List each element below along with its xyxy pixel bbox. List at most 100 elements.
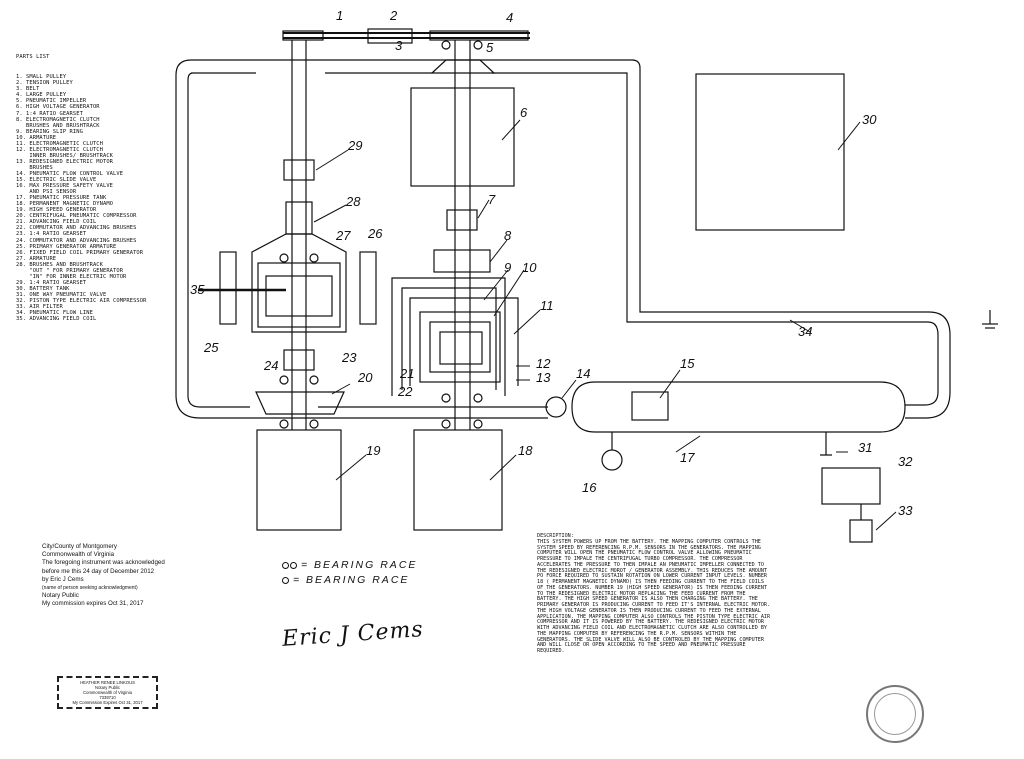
callout-label-17: 17: [680, 450, 695, 465]
callout-label-28: 28: [345, 194, 361, 209]
parts-list-item: 23. 1:4 RATIO GEARSET: [16, 231, 87, 238]
centrifugal-compressor: [255, 391, 345, 415]
parts-list-item: 8. ELECTROMAGNETIC CLUTCH: [16, 116, 100, 123]
stamp-line: Commonwealth of Virginia: [83, 690, 132, 696]
parts-list-item: 29. 1:4 RATIO GEARSET: [16, 279, 87, 286]
notary-line: (name of person seeking acknowledgment): [42, 585, 138, 592]
seal-icon: [866, 685, 924, 743]
description-text: THIS SYSTEM POWERS UP FROM THE BATTERY. …: [537, 538, 771, 654]
callout-label-22: 22: [397, 384, 413, 399]
callout-label-32: 32: [898, 454, 913, 469]
legend-text: = BEARING RACE: [301, 559, 418, 571]
parts-list-item: 5. PNEUMATIC IMPELLER: [16, 98, 87, 105]
clutch-brushes-8: [433, 249, 491, 273]
legend-item: = BEARING RACE: [282, 558, 417, 573]
parts-list-item: 18. PERMANENT MAGNETIC DYNAMO: [16, 201, 114, 208]
permanent-magnetic-dynamo: [413, 429, 503, 531]
parts-list-item: "IN" FOR INNER ELECTRIC MOTOR: [16, 273, 127, 280]
callout-label-21: 21: [399, 366, 414, 381]
callout-label-2: 2: [389, 8, 398, 23]
callout-label-9: 9: [504, 260, 511, 275]
callout-label-31: 31: [858, 440, 872, 455]
notary-line: by Eric J Cems: [42, 575, 84, 583]
parts-list-item: 20. CENTRIFUGAL PNEUMATIC COMPRESSOR: [16, 213, 137, 220]
parts-list-item: AND PSI SENSOR: [16, 189, 77, 196]
armature-10: [429, 321, 491, 373]
notary-line: Notary Public: [42, 592, 79, 600]
parts-list-item: 22. COMMUTATOR AND ADVANCING BRUSHES: [16, 225, 137, 232]
notary-line: The foregoing instrument was acknowledge…: [42, 559, 165, 567]
parts-list-item: 27. ARMATURE: [16, 255, 57, 262]
pneumatic-flow-line: [175, 59, 951, 419]
primary-generator-armature: [265, 275, 333, 317]
stamp-line: My Commission Expires Oct 31, 2017: [72, 700, 143, 706]
description-block: DESCRIPTION: THIS SYSTEM POWERS UP FROM …: [537, 533, 773, 655]
battery-tank: [695, 73, 845, 231]
single-circle-icon: [282, 577, 289, 584]
motor-generator-assembly: [391, 40, 519, 531]
stamp-line: Notary Public: [95, 685, 120, 691]
callout-label-15: 15: [680, 356, 695, 371]
double-circle-icon: [282, 562, 297, 569]
belt-drive: [282, 28, 530, 44]
electric-motor-housing: [419, 311, 501, 383]
callout-label-1: 1: [336, 8, 343, 23]
parts-list-item: 11. ELECTROMAGNETIC CLUTCH: [16, 140, 103, 147]
callout-label-8: 8: [504, 228, 512, 243]
callout-label-12: 12: [536, 356, 551, 371]
notary-line: before me this 24 day of December 2012: [42, 567, 155, 575]
parts-list-item: "OUT " FOR PRIMARY GENERATOR: [16, 267, 124, 274]
parts-list-item: 1. SMALL PULLEY: [16, 74, 67, 81]
parts-list-item: 33. AIR FILTER: [16, 304, 63, 311]
parts-list-item: 35. ADVANCING FIELD COIL: [16, 316, 97, 323]
leader-lines: [313, 119, 897, 531]
notary-block: City/County of Montgomery Commonwealth o…: [42, 543, 177, 609]
parts-list-item: 31. ONE WAY PNEUMATIC VALVE: [16, 291, 107, 298]
stamp-line: HEATHER RENEE LINKOUS: [80, 680, 135, 685]
electric-slide-valve: [631, 391, 669, 421]
parts-list-item: 28. BRUSHES AND BRUSHTRACK: [16, 261, 103, 268]
parts-list-item: 32. PISTON TYPE ELECTRIC AIR COMPRESSOR: [16, 297, 147, 304]
legend: = BEARING RACE = BEARING RACE: [282, 558, 417, 588]
parts-list-item: 4. LARGE PULLEY: [16, 92, 67, 99]
tension-pulley: [367, 28, 413, 44]
callout-label-23: 23: [341, 350, 357, 365]
callout-label-26: 26: [367, 226, 383, 241]
gearset-7: [446, 209, 478, 231]
callout-label-20: 20: [357, 370, 373, 385]
callout-label-7: 7: [488, 192, 496, 207]
parts-list-item: 10. ARMATURE: [16, 134, 57, 141]
callout-label-10: 10: [522, 260, 537, 275]
stamp-line: 7339710: [99, 695, 116, 701]
callout-label-6: 6: [520, 105, 528, 120]
callout-label-25: 25: [203, 340, 219, 355]
parts-list-title: PARTS LIST: [16, 54, 50, 61]
field-coil-35: [219, 251, 237, 325]
parts-list-item: 16. MAX PRESSURE SAFETY VALVE: [16, 183, 114, 190]
parts-list-item: 21. ADVANCING FIELD COIL: [16, 219, 97, 226]
parts-list-item: 24. COMMUTATOR AND ADVANCING BRUSHES: [16, 237, 137, 244]
callout-label-29: 29: [347, 138, 362, 153]
callout-label-3: 3: [395, 38, 403, 53]
parts-list-item: 13. REDESIGNED ELECTRIC MOTOR: [16, 158, 114, 165]
brushtrack-28: [285, 201, 313, 235]
parts-list-item: 7. 1:4 RATIO GEARSET: [16, 110, 83, 117]
notary-line: Commonwealth of Virginia: [42, 551, 115, 559]
callout-label-5: 5: [486, 40, 494, 55]
air-compressor: [821, 467, 881, 505]
parts-list-item: 30. BATTERY TANK: [16, 285, 70, 292]
parts-list-item: 12. ELECTROMAGNETIC CLUTCH: [16, 146, 103, 153]
callout-label-30: 30: [862, 112, 877, 127]
parts-list-item: BRUSHES AND BRUSHTRACK: [16, 122, 100, 129]
parts-list-item: 14. PNEUMATIC FLOW CONTROL VALVE: [16, 170, 124, 177]
callout-label-18: 18: [518, 443, 533, 458]
parts-list-item: INNER BRUSHES/ BRUSHTRACK: [16, 152, 114, 159]
primary-generator-assembly: [198, 40, 377, 531]
notary-line: My commission expires Oct 31, 2017: [42, 600, 144, 608]
parts-list-item: 15. ELECTRIC SLIDE VALVE: [16, 177, 97, 184]
large-pulley: [429, 30, 529, 41]
notary-line: City/County of Montgomery: [42, 543, 117, 550]
